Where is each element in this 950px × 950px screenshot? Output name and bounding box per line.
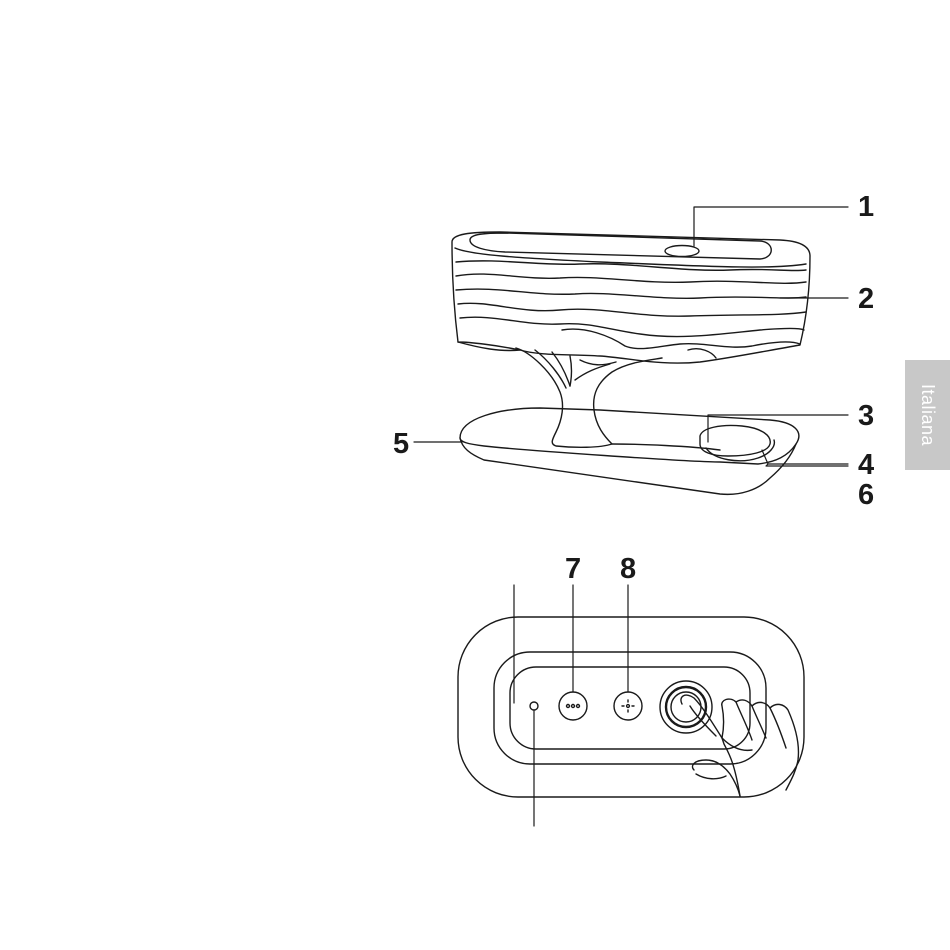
callout-3: 3 xyxy=(858,400,874,432)
callout-6: 6 xyxy=(858,479,874,511)
charging-pad xyxy=(700,425,774,460)
light-mode-button xyxy=(559,692,587,720)
indicator-led xyxy=(530,702,538,710)
top-touch-button xyxy=(665,246,699,257)
leader-lines-top xyxy=(414,207,848,466)
language-tab: Italiana xyxy=(905,360,950,470)
callout-8: 8 xyxy=(620,553,636,585)
callout-4: 4 xyxy=(858,449,874,481)
callout-1: 1 xyxy=(858,191,874,223)
power-button xyxy=(660,681,712,733)
language-tab-label: Italiana xyxy=(905,360,950,470)
lamp-tree-trunk xyxy=(516,348,662,447)
lamp-base xyxy=(460,408,799,494)
lamp-shade xyxy=(452,232,810,363)
callout-2: 2 xyxy=(858,283,874,315)
callout-numbers: 1 2 3 4 6 5 7 8 xyxy=(393,191,874,585)
brightness-button xyxy=(614,692,642,720)
hand-illustration xyxy=(681,695,799,796)
callout-7: 7 xyxy=(565,553,581,585)
callout-5: 5 xyxy=(393,428,409,460)
control-panel xyxy=(458,617,804,797)
